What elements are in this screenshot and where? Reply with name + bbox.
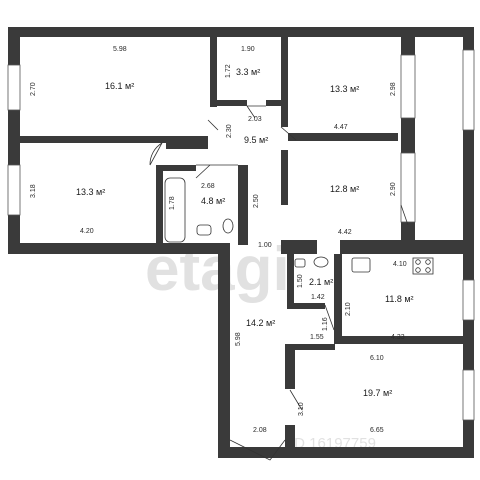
door-hall-left xyxy=(207,119,219,131)
window-left-mid xyxy=(7,164,21,216)
door-mid-right-bedroom xyxy=(400,204,409,226)
dim-corridor-door: 1.00 xyxy=(258,242,272,249)
dim-hall-height: 2.50 xyxy=(253,194,260,208)
door-living xyxy=(289,389,303,411)
room-area-pantry: 3.3 м² xyxy=(236,67,260,77)
room-labels: 16.1 м² 3.3 м² 13.3 м² 9.5 м² 13.3 м² 4.… xyxy=(76,67,414,398)
fixtures xyxy=(164,177,434,275)
room-area-bathroom: 4.8 м² xyxy=(201,196,225,206)
window-right-top xyxy=(400,54,416,119)
dim-living-top: 6.10 xyxy=(370,355,384,362)
room-area-wc: 2.1 м² xyxy=(309,277,333,287)
dim-wc-height: 1.50 xyxy=(297,274,304,288)
dim-hall-width: 2.30 xyxy=(226,124,233,138)
room-area-hall: 9.5 м² xyxy=(244,135,268,145)
dim-entrance-width: 2.08 xyxy=(253,427,267,434)
dim-living-width: 6.65 xyxy=(370,427,384,434)
room-area-living-room: 19.7 м² xyxy=(363,388,392,398)
dim-mid-left-height: 3.18 xyxy=(30,184,37,198)
door-top-right-bedroom xyxy=(280,126,297,141)
dim-bath-width: 2.68 xyxy=(201,183,215,190)
dim-top-right-height: 2.98 xyxy=(390,82,397,96)
kitchen-sink-icon xyxy=(351,257,371,273)
dim-pantry-height: 1.72 xyxy=(225,64,232,78)
interior-walls xyxy=(8,37,474,450)
dim-kitchen-top: 4.10 xyxy=(393,261,407,268)
dim-kitchen-width: 4.33 xyxy=(391,334,405,341)
dimension-labels: 5.98 2.70 1.90 1.72 2.03 2.98 4.47 2.30 … xyxy=(30,46,407,434)
door-entrance xyxy=(229,439,286,461)
dim-top-left-height: 2.70 xyxy=(30,82,37,96)
dim-corridor-height: 5.98 xyxy=(235,332,242,346)
window-kitchen xyxy=(462,279,475,321)
doors xyxy=(149,105,409,461)
toilet-wc-icon xyxy=(313,256,329,268)
dim-top-right-width: 4.47 xyxy=(334,124,348,131)
window-right-mid xyxy=(400,152,416,223)
sink-wc-icon xyxy=(294,258,306,268)
door-wc xyxy=(324,304,335,331)
door-pantry xyxy=(246,105,266,119)
room-area-bedroom-top-right: 13.3 м² xyxy=(330,84,359,94)
door-bathroom xyxy=(195,164,238,179)
toilet-bathroom-icon xyxy=(222,218,234,234)
room-area-bedroom-top-left: 16.1 м² xyxy=(105,81,134,91)
window-living xyxy=(462,369,475,421)
room-area-bedroom-mid-right: 12.8 м² xyxy=(330,184,359,194)
window-left-top xyxy=(7,64,21,111)
dim-passage-height: 1.16 xyxy=(322,317,329,331)
dim-pantry-width: 1.90 xyxy=(241,46,255,53)
dim-top-left-width: 5.98 xyxy=(113,46,127,53)
windows xyxy=(7,49,475,421)
dim-living-height: 3.10 xyxy=(298,402,305,416)
room-area-bedroom-mid-left: 13.3 м² xyxy=(76,187,105,197)
door-mid-left-bedroom xyxy=(149,141,164,166)
room-area-corridor: 14.2 м² xyxy=(246,318,275,328)
sink-bathroom-icon xyxy=(196,224,212,236)
dim-passage-width: 1.55 xyxy=(310,334,324,341)
bathtub-icon xyxy=(164,177,186,243)
room-area-kitchen: 11.8 м² xyxy=(385,294,414,304)
dim-kitchen-height: 2.10 xyxy=(345,302,352,316)
dim-mid-right-height: 2.90 xyxy=(390,182,397,196)
window-balcony xyxy=(462,49,475,131)
dim-wc-width: 1.42 xyxy=(311,294,325,301)
dim-mid-right-width: 4.42 xyxy=(338,229,352,236)
dim-mid-left-width: 4.20 xyxy=(80,228,94,235)
dim-pantry-bottom: 2.03 xyxy=(248,116,262,123)
dim-bath-height: 1.78 xyxy=(169,196,176,210)
